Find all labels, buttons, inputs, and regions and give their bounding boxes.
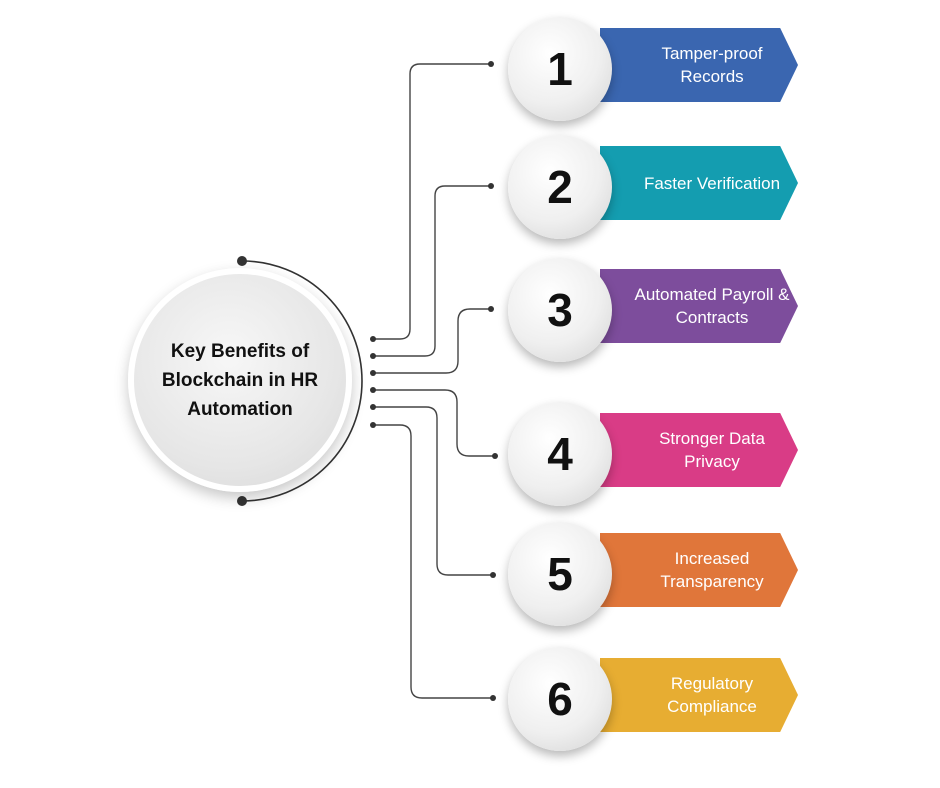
benefit-number-circle-4: 4 — [508, 402, 612, 506]
benefit-item-3: Automated Payroll & Contracts 3 — [508, 256, 808, 362]
connector-1-start-dot — [370, 336, 376, 342]
benefit-banner-1: Tamper-proof Records — [600, 28, 798, 102]
benefit-item-5: Increased Transparency 5 — [508, 520, 808, 626]
hub-arc — [241, 260, 363, 502]
connector-6-start-dot — [370, 422, 376, 428]
connector-4-start-dot — [370, 387, 376, 393]
benefit-label-4: Stronger Data Privacy — [659, 429, 765, 471]
benefit-number-5: 5 — [547, 548, 573, 600]
benefit-number-3: 3 — [547, 284, 573, 336]
benefit-banner-3: Automated Payroll & Contracts — [600, 269, 798, 343]
connector-3-start-dot — [370, 370, 376, 376]
benefit-number-2: 2 — [547, 161, 573, 213]
connector-3-end-dot — [488, 306, 494, 312]
connector-3 — [373, 308, 491, 374]
hub-arc-dot-bottom — [237, 496, 247, 506]
benefit-item-6: Regulatory Compliance 6 — [508, 645, 808, 751]
benefit-number-1: 1 — [547, 43, 573, 95]
benefit-label-3: Automated Payroll & Contracts — [634, 285, 790, 327]
connector-6 — [373, 424, 493, 699]
connector-2-end-dot — [488, 183, 494, 189]
benefit-banner-4: Stronger Data Privacy — [600, 413, 798, 487]
connector-1-end-dot — [488, 61, 494, 67]
connector-6-end-dot — [490, 695, 496, 701]
benefit-label-1: Tamper-proof Records — [661, 44, 763, 86]
hub-circle: Key Benefits of Blockchain in HR Automat… — [128, 268, 352, 492]
benefit-number-6: 6 — [547, 673, 573, 725]
connector-5-start-dot — [370, 404, 376, 410]
benefit-label-2: Faster Verification — [643, 173, 781, 193]
benefit-banner-2: Faster Verification — [600, 146, 798, 220]
benefit-number-circle-3: 3 — [508, 258, 612, 362]
hub-arc-dot-top — [237, 256, 247, 266]
benefit-number-circle-1: 1 — [508, 17, 612, 121]
benefit-number-circle-2: 2 — [508, 135, 612, 239]
connector-2-start-dot — [370, 353, 376, 359]
connector-1 — [373, 63, 491, 340]
benefit-number-circle-5: 5 — [508, 522, 612, 626]
benefit-label-6: Regulatory Compliance — [667, 674, 757, 716]
benefit-number-4: 4 — [547, 428, 573, 480]
connector-5-end-dot — [490, 572, 496, 578]
benefit-item-2: Faster Verification 2 — [508, 133, 808, 239]
connector-4 — [373, 389, 495, 457]
benefit-banner-6: Regulatory Compliance — [600, 658, 798, 732]
benefit-item-1: Tamper-proof Records 1 — [508, 15, 808, 121]
benefit-banner-5: Increased Transparency — [600, 533, 798, 607]
benefit-item-4: Stronger Data Privacy 4 — [508, 400, 808, 506]
connector-4-end-dot — [492, 453, 498, 459]
connector-2 — [373, 185, 491, 357]
benefit-label-5: Increased Transparency — [660, 549, 764, 591]
hub-title: Key Benefits of Blockchain in HR Automat… — [161, 340, 319, 420]
benefit-number-circle-6: 6 — [508, 647, 612, 751]
connector-5 — [373, 406, 493, 576]
